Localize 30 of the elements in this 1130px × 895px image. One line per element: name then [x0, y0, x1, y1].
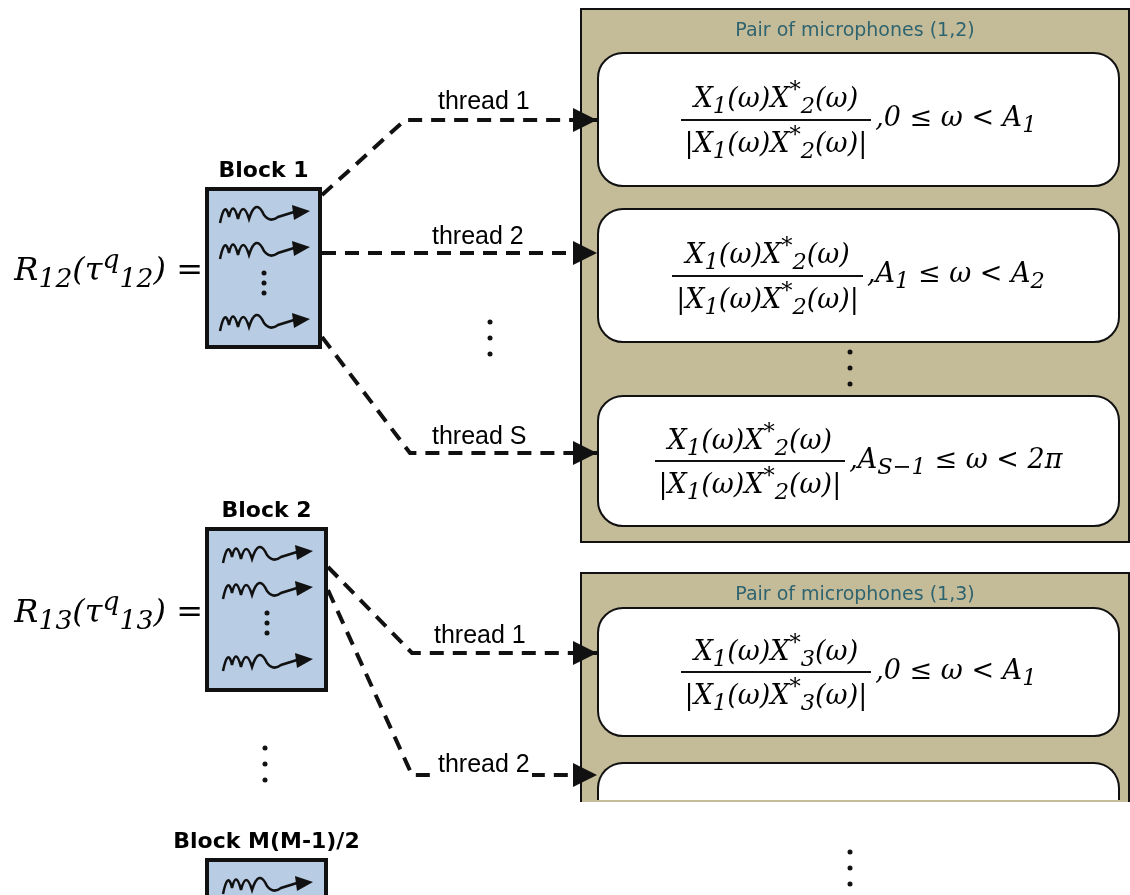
- range-condition: ,0 ≤ ω < A$_{1}$: [875, 101, 1037, 138]
- formula-box: [597, 208, 1120, 343]
- group-panel: [580, 8, 1130, 543]
- fraction-denominator: |X$_{1}$(ω)X$^{*}$$_{3}$(ω)|: [680, 671, 872, 716]
- fraction-denominator: |X$_{1}$(ω)X$^{*}$$_{2}$(ω)|: [654, 460, 846, 505]
- range-condition: ,A$_{S−1}$ ≤ ω < 2π: [849, 442, 1063, 480]
- formula-text: R$_{13}$(τ$^{q}$$_{13}$) =: [14, 584, 203, 635]
- dashed-arrow: [326, 565, 597, 665]
- fraction-numerator: X$_{1}$(ω)X$^{*}$$_{3}$(ω): [691, 628, 860, 671]
- fraction-denominator: |X$_{1}$(ω)X$^{*}$$_{2}$(ω)|: [672, 274, 863, 319]
- formula-box: [597, 607, 1120, 737]
- dashed-arrow: [322, 241, 597, 265]
- formula-box: [597, 52, 1120, 187]
- fraction-denominator: |X$_{1}$(ω)X$^{*}$$_{2}$(ω)|: [680, 118, 872, 163]
- dashed-arrow: [320, 108, 597, 197]
- block-heading: Block 2: [221, 497, 312, 522]
- fraction-numerator: X$_{1}$(ω)X$^{*}$$_{2}$(ω): [665, 417, 834, 460]
- block-heading: Block M(M-1)/2: [173, 828, 360, 853]
- formula-box: [597, 762, 1120, 800]
- range-condition: ,A$_{1}$ ≤ ω < A$_{2}$: [866, 257, 1045, 294]
- block-heading: Block 1: [218, 157, 309, 182]
- dashed-arrow: [320, 335, 597, 465]
- group-panel: [580, 572, 1130, 802]
- range-condition: ,0 ≤ ω < A$_{1}$: [875, 653, 1037, 691]
- fraction-numerator: X$_{1}$(ω)X$^{*}$$_{2}$(ω): [682, 232, 851, 275]
- fraction-numerator: X$_{1}$(ω)X$^{*}$$_{2}$(ω): [691, 76, 860, 119]
- formula-text: R$_{12}$(τ$^{q}$$_{12}$) =: [14, 243, 203, 293]
- group-title: Pair of microphones (1,3): [734, 582, 976, 604]
- formula-box: [597, 395, 1120, 527]
- group-title: Pair of microphones (1,2): [734, 18, 976, 40]
